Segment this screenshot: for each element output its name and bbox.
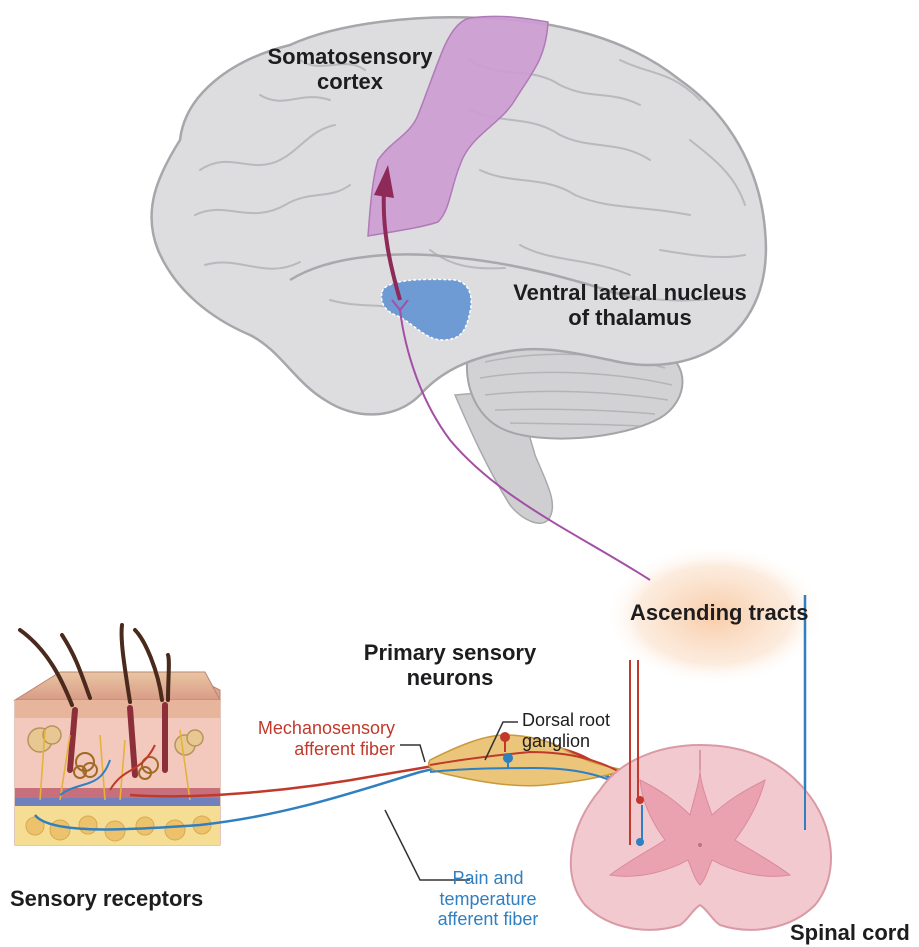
mechanosensory-fiber-label: Mechanosensory afferent fiber xyxy=(225,718,395,759)
sensory-receptors-label: Sensory receptors xyxy=(10,886,203,911)
ascending-tracts-label: Ascending tracts xyxy=(630,600,809,625)
spinal-cord-label: Spinal cord xyxy=(790,920,910,945)
pain-temperature-fiber-label: Pain and temperature afferent fiber xyxy=(418,868,558,930)
thalamus-label: Ventral lateral nucleus of thalamus xyxy=(480,280,780,331)
mechanosensory-cell-body xyxy=(500,732,510,742)
skin-cross-section-illustration xyxy=(15,625,220,845)
primary-sensory-neurons-label: Primary sensory neurons xyxy=(350,640,550,691)
dorsal-root-ganglion-label: Dorsal root ganglion xyxy=(522,710,610,751)
brain-illustration xyxy=(152,16,766,523)
somatosensory-cortex-label: Somatosensory cortex xyxy=(250,44,450,95)
pain-cell-body xyxy=(503,753,513,763)
